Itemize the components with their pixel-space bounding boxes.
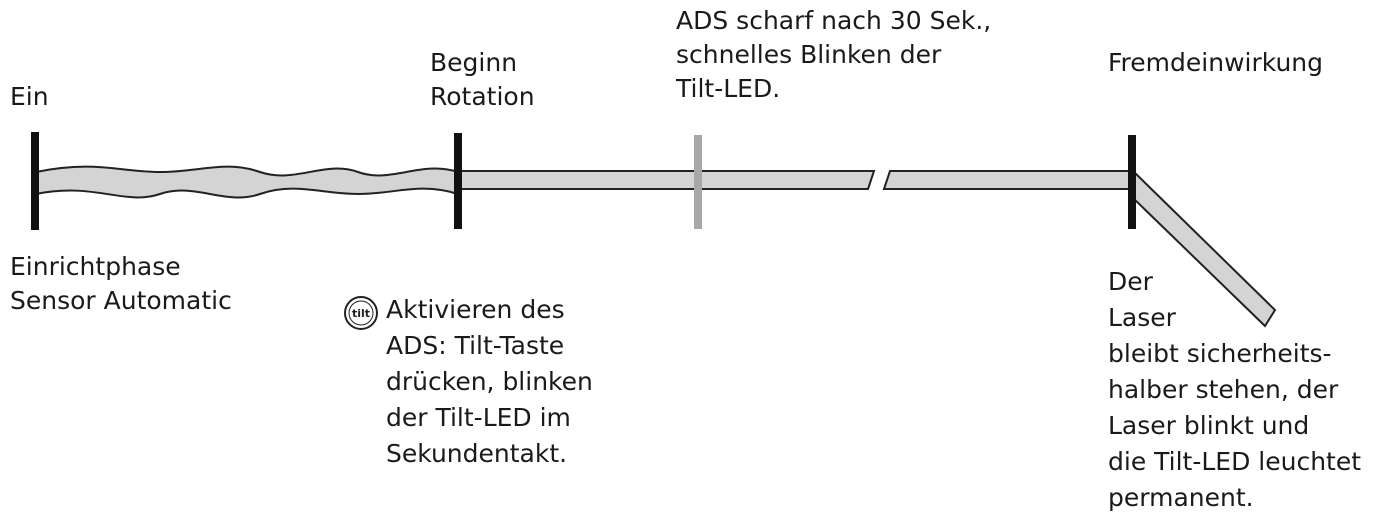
label-on: Ein — [10, 82, 49, 111]
setup-wavy-band — [35, 165, 459, 199]
label-ads-armed: ADS scharf nach 30 Sek., schnelles Blink… — [676, 6, 992, 103]
label-laser-stop: Der Laser bleibt sicherheits- halber ste… — [1108, 267, 1362, 512]
tilt-icon: tilt — [344, 296, 378, 330]
label-setup-phase: Einrichtphase Sensor Automatic — [10, 252, 232, 315]
event-marker-interference — [1128, 135, 1136, 229]
event-marker-rotation — [454, 133, 462, 229]
event-marker-ads-armed — [694, 135, 702, 229]
label-activate-ads: Aktivieren des ADS: Tilt-Taste drücken, … — [386, 295, 593, 468]
label-interference: Fremdeinwirkung — [1108, 48, 1324, 77]
event-marker-on — [31, 132, 39, 230]
rotation-band-segment-1 — [457, 170, 876, 190]
rotation-band-segment-2 — [882, 170, 1134, 190]
tilt-icon-text: tilt — [352, 307, 370, 320]
label-rotation-start: Beginn Rotation — [430, 48, 535, 111]
